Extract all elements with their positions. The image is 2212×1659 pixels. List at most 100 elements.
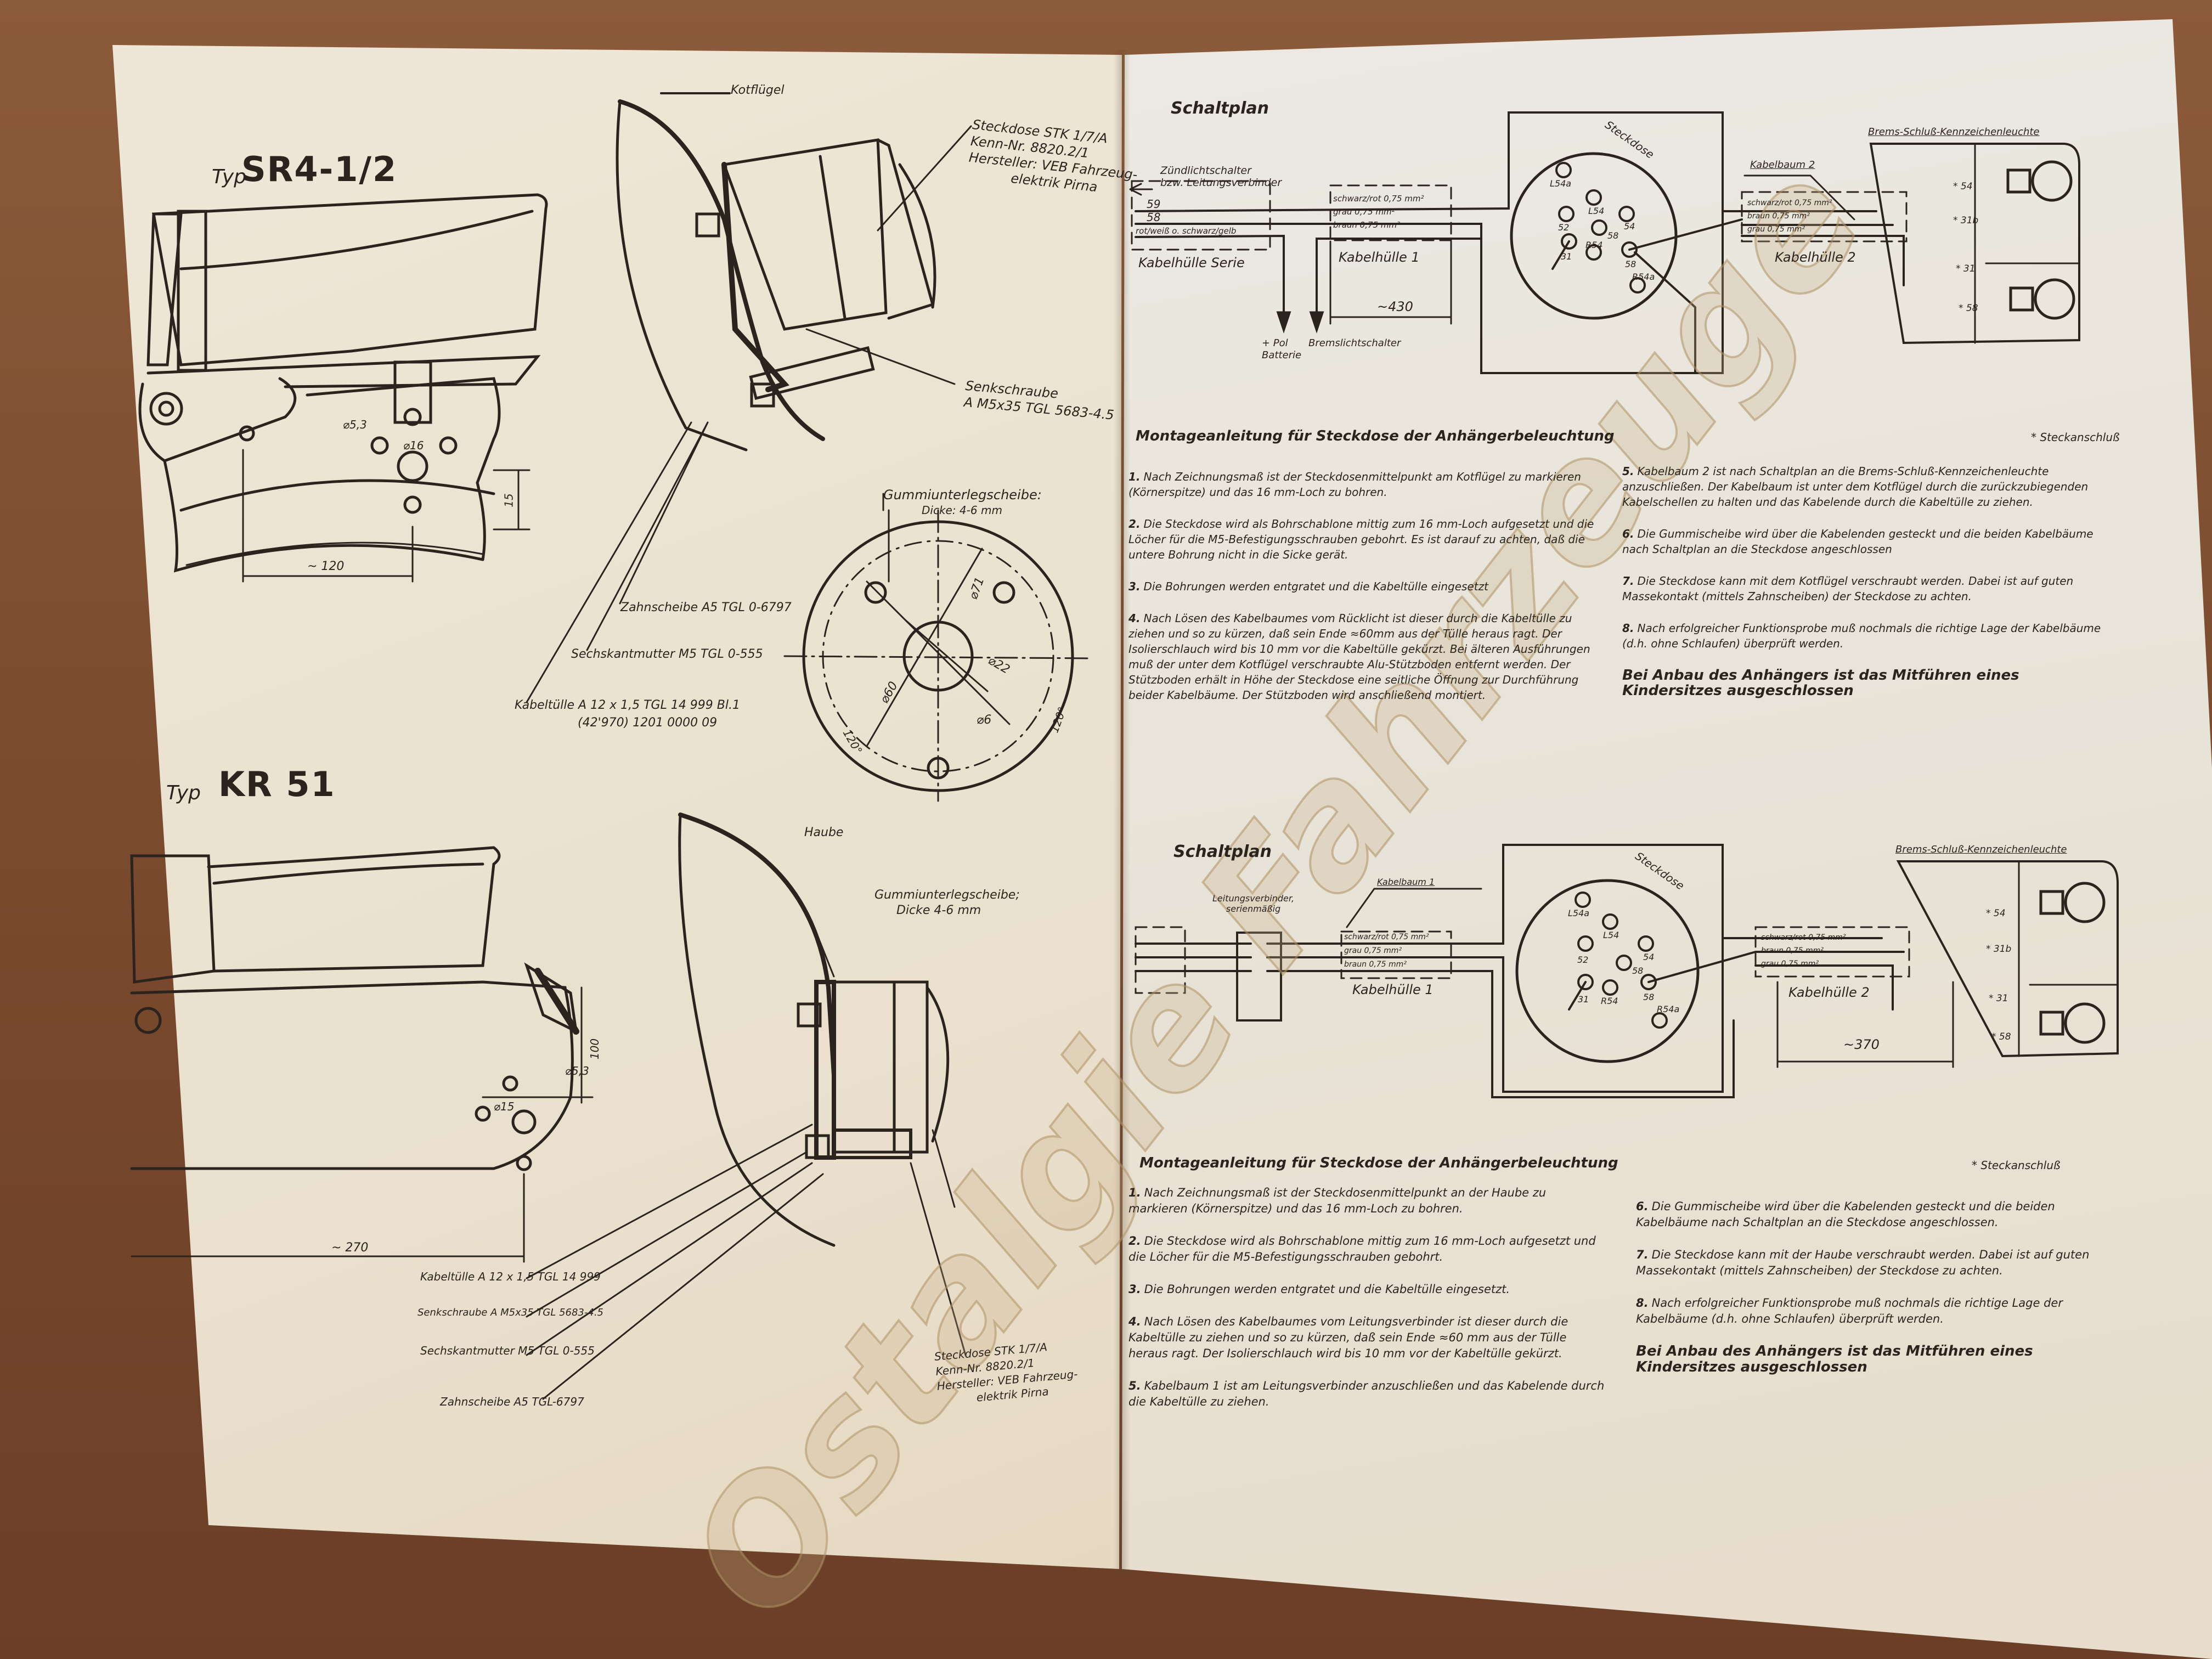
step-item: 7.Die Steckdose kann mit der Haube versc…	[1636, 1247, 2119, 1279]
wire-label: braun 0,75 mm²	[1761, 946, 1824, 955]
dim-d16: ⌀16	[403, 439, 424, 452]
pin-label: R54a	[1657, 1004, 1680, 1014]
step-text: Die Bohrungen werden entgratet und die K…	[1144, 1283, 1510, 1296]
gummi-line: Dicke 4-6 mm	[896, 904, 981, 917]
kabelhuelle-1-wires: schwarz/rot 0,75 mm² grau 0,75 mm² braun…	[1333, 192, 1424, 232]
kabelhuelle-1b-wires: schwarz/rot 0,75 mm² grau 0,75 mm² braun…	[1344, 930, 1429, 972]
anleitung-2-steps-right: 6.Die Gummischeibe wird über die Kabelen…	[1636, 1199, 2119, 1392]
kr51-section-drawing	[678, 812, 956, 1247]
step-text: Nach Zeichnungsmaß ist der Steckdosenmit…	[1128, 1186, 1547, 1215]
pin-label: 54	[1624, 221, 1635, 232]
kabelhuelle-serie-label: Kabelhülle Serie	[1138, 255, 1245, 270]
step-number: 1.	[1128, 470, 1141, 483]
kabelhuelle-2-label: Kabelhülle 2	[1775, 250, 1856, 265]
wire-58-label: 58	[1147, 211, 1161, 224]
dim-w120: ~ 120	[307, 560, 345, 573]
pin-label: 54	[1643, 952, 1655, 962]
pin-label: R54	[1585, 240, 1603, 250]
anleitung-1-steps-right: 5.Kabelbaum 2 ist nach Schaltplan an die…	[1622, 464, 2105, 715]
step-item: 4.Nach Lösen des Kabelbaumes vom Rücklic…	[1128, 611, 1595, 703]
step-item: 2.Die Steckdose wird als Bohrschablone m…	[1128, 1233, 1606, 1265]
plus-pol-batterie-label: + Pol Batterie	[1262, 337, 1301, 362]
sr4-model-title: SR4-1/2	[241, 149, 398, 189]
anleitung-2-legend: * Steckanschluß	[1972, 1159, 2061, 1172]
pin-label: R54	[1601, 996, 1618, 1006]
kabeltuelle-line: Kabeltülle A 12 x 1,5 TGL 14 999 Bl.1	[515, 698, 740, 712]
drill-template-drawing	[783, 509, 1093, 802]
kabelbaum-1-label: Kabelbaum 1	[1377, 877, 1435, 887]
wire-label: braun 0,75 mm²	[1333, 220, 1401, 230]
step-number: 6.	[1636, 1200, 1649, 1213]
step-item: 4.Nach Lösen des Kabelbaumes vom Leitung…	[1128, 1314, 1606, 1362]
sr4-gummi-label: Gummiunterlegscheibe: Dicke: 4-6 mm	[883, 487, 1042, 518]
kabelbaum-2-label: Kabelbaum 2	[1750, 159, 1815, 171]
booklet-gutter	[1114, 49, 1130, 1575]
step-item: 1.Nach Zeichnungsmaß ist der Steckdosenm…	[1128, 469, 1595, 500]
step-number: 5.	[1622, 465, 1634, 478]
wire-label: schwarz/rot 0,75 mm²	[1344, 933, 1429, 941]
leitungsverbinder-line: serienmäßig	[1226, 904, 1281, 914]
haube-label: Haube	[804, 826, 844, 839]
terminal-label: * 31b	[1953, 215, 1979, 226]
schaltplan-2-title: Schaltplan	[1173, 842, 1272, 861]
pin-label: L54	[1588, 206, 1605, 216]
kr51-senkschraube-label: Senkschraube A M5x35 TGL 5683-4.5	[417, 1307, 603, 1318]
wiring-diagram-1	[1129, 111, 2080, 374]
anleitung-2-steps-left: 1.Nach Zeichnungsmaß ist der Steckdosenm…	[1128, 1185, 1606, 1426]
wire-label: schwarz/rot 0,75 mm²	[1761, 933, 1846, 942]
anleitung-1-legend: * Steckanschluß	[2031, 431, 2120, 444]
anleitung-2-title: Montageanleitung für Steckdose der Anhän…	[1139, 1155, 1618, 1171]
wire-label: schwarz/rot 0,75 mm²	[1333, 194, 1424, 204]
step-text: Nach Lösen des Kabelbaumes vom Leitungsv…	[1128, 1315, 1568, 1360]
wire-rot-label: rot/weiß o. schwarz/gelb	[1136, 226, 1237, 236]
gummi-line: Gummiunterlegscheibe:	[883, 487, 1042, 503]
step-number: 2.	[1128, 517, 1141, 531]
terminal-label: * 31b	[1986, 944, 2012, 955]
terminal-label: * 54	[1953, 181, 1973, 192]
step-item: 1.Nach Zeichnungsmaß ist der Steckdosenm…	[1128, 1185, 1606, 1217]
step-text: Nach Lösen des Kabelbaumes vom Rücklicht…	[1128, 612, 1590, 702]
step-number: 7.	[1636, 1248, 1649, 1261]
step-item: 3.Die Bohrungen werden entgratet und die…	[1128, 579, 1595, 594]
sr4-type-label: Typ	[212, 166, 247, 188]
step-number: 6.	[1622, 527, 1634, 540]
step-text: Kabelbaum 2 ist nach Schaltplan an die B…	[1622, 465, 2089, 509]
terminal-label: * 58	[1991, 1031, 2011, 1042]
kabeltuelle-label: Kabeltülle A 12 x 1,5 TGL 14 999 Bl.1 (4…	[515, 697, 740, 732]
bremslichtschalter-label: Bremslichtschalter	[1308, 337, 1401, 349]
anleitung-1-steps-left: 1.Nach Zeichnungsmaß ist der Steckdosenm…	[1128, 469, 1595, 719]
pin-label: 31	[1578, 994, 1589, 1005]
step-number: 1.	[1128, 1186, 1141, 1199]
step-item: 6.Die Gummischeibe wird über die Kabelen…	[1622, 526, 2105, 557]
zahnscheibe-label: Zahnscheibe A5 TGL 0-6797	[620, 601, 792, 614]
terminal-label: * 31	[1956, 263, 1976, 274]
step-item: 3.Die Bohrungen werden entgratet und die…	[1128, 1282, 1606, 1297]
wiring-diagram-2	[1135, 844, 2119, 1098]
step-text: Nach Zeichnungsmaß ist der Steckdosenmit…	[1128, 470, 1581, 499]
kr51-steckdose-label: Steckdose STK 1/7/A Kenn-Nr. 8820.2/1 He…	[934, 1338, 1080, 1409]
step-text: Die Steckdose wird als Bohrschablone mit…	[1128, 517, 1594, 561]
kr51-kabeltuelle-label: Kabeltülle A 12 x 1,5 TGL 14 999	[420, 1270, 601, 1283]
kabelhuelle-2b-wires: schwarz/rot 0,75 mm² braun 0,75 mm² grau…	[1761, 931, 1846, 970]
dim-d53-kr51: ⌀5,3	[565, 1064, 589, 1077]
step-number: 4.	[1128, 1315, 1141, 1328]
dim-h15: 15	[502, 493, 516, 507]
step-item: 2.Die Steckdose wird als Bohrschablone m…	[1128, 516, 1595, 562]
leitungsverbinder-label: Leitungsverbinder, serienmäßig	[1212, 893, 1294, 914]
zuendlicht-label: Zündlichtschalter bzw. Leitungsverbinder	[1160, 165, 1282, 189]
wire-59-label: 59	[1147, 198, 1161, 211]
leitungsverbinder-line: Leitungsverbinder,	[1212, 893, 1295, 904]
kr51-type-label: Typ	[166, 782, 201, 804]
wire-label: grau 0,75 mm²	[1333, 207, 1395, 217]
wire-label: schwarz/rot 0,75 mm²	[1747, 199, 1832, 207]
kr51-zahnscheibe-label: Zahnscheibe A5 TGL-6797	[440, 1395, 584, 1408]
pin-label: 58	[1632, 966, 1644, 976]
pol-line: Batterie	[1262, 349, 1302, 361]
pol-line: + Pol	[1262, 337, 1288, 349]
sr4-side-view-drawing	[138, 193, 548, 583]
wire-label: braun 0,75 mm²	[1344, 960, 1407, 969]
wire-label: grau 0,75 mm²	[1747, 225, 1805, 234]
kabeltuelle-line: (42'970) 1201 0000 09	[578, 716, 718, 730]
leuchte-2-label: Brems-Schluß-Kennzeichenleuchte	[1895, 844, 2067, 855]
